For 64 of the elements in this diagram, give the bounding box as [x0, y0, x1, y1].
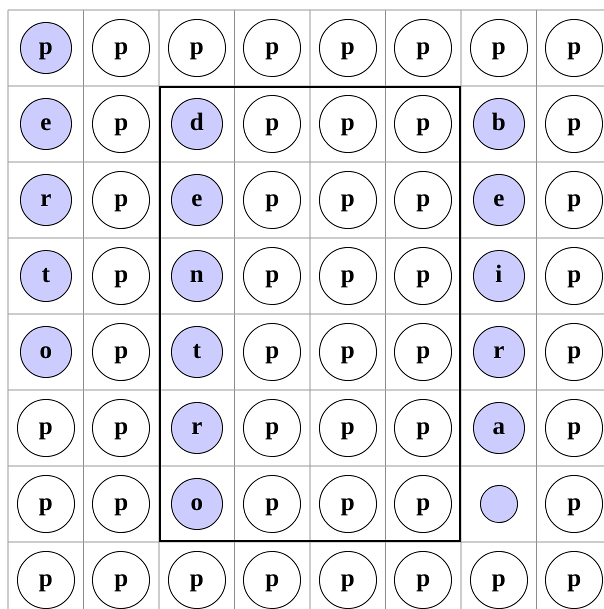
letter: p	[340, 490, 355, 518]
letter: p	[416, 186, 430, 214]
letter: p	[567, 262, 582, 290]
letter: p	[340, 34, 355, 62]
letter: p	[114, 186, 128, 214]
letter: p	[416, 490, 430, 518]
letter: p	[416, 262, 430, 290]
letter: p	[265, 186, 280, 214]
letter: p	[265, 110, 280, 138]
letter: e	[493, 186, 504, 214]
letter: p	[265, 262, 280, 290]
letter: p	[114, 490, 128, 518]
letter: p	[567, 490, 582, 518]
letter: p	[340, 186, 355, 214]
letter: i	[495, 262, 502, 290]
letter: p	[190, 34, 204, 62]
letter: o	[40, 338, 52, 366]
letter: t	[192, 338, 201, 366]
letter: p	[265, 414, 280, 442]
letter: p	[567, 338, 582, 366]
letter: p	[340, 110, 355, 138]
letter: p	[114, 110, 128, 138]
letter: p	[492, 34, 506, 62]
letter: p	[190, 566, 204, 594]
letter: r	[40, 186, 52, 214]
letter: p	[38, 34, 53, 62]
letter: p	[416, 110, 430, 138]
letter: p	[567, 186, 582, 214]
letter: p	[114, 34, 128, 62]
letter: p	[265, 338, 280, 366]
letter: p	[265, 490, 280, 518]
letter: p	[416, 338, 430, 366]
letter: p	[114, 566, 128, 594]
letter: p	[492, 566, 506, 594]
letter: p	[416, 34, 430, 62]
letter: p	[38, 490, 53, 518]
letter: p	[567, 414, 582, 442]
letter: p	[38, 414, 53, 442]
letter: o	[190, 490, 203, 518]
letter: p	[416, 414, 430, 442]
letter: r	[493, 338, 504, 366]
letter: t	[42, 262, 50, 290]
letter: p	[114, 338, 128, 366]
letter: r	[191, 414, 202, 442]
letter: p	[567, 110, 582, 138]
letter: p	[38, 566, 53, 594]
letter: e	[40, 110, 52, 138]
letter: p	[340, 414, 355, 442]
letter: p	[114, 414, 128, 442]
letter: p	[265, 566, 280, 594]
letter: p	[340, 262, 355, 290]
letter: p	[340, 566, 355, 594]
letter: p	[114, 262, 128, 290]
letter: p	[567, 34, 582, 62]
letter: n	[190, 262, 204, 290]
letter: e	[191, 186, 202, 214]
letter: p	[265, 34, 280, 62]
letter: a	[492, 414, 505, 442]
letter: d	[190, 110, 204, 138]
letter: p	[416, 566, 430, 594]
letter: p	[340, 338, 355, 366]
frame-box	[159, 86, 461, 542]
letter: p	[567, 566, 582, 594]
letter: b	[492, 110, 506, 138]
